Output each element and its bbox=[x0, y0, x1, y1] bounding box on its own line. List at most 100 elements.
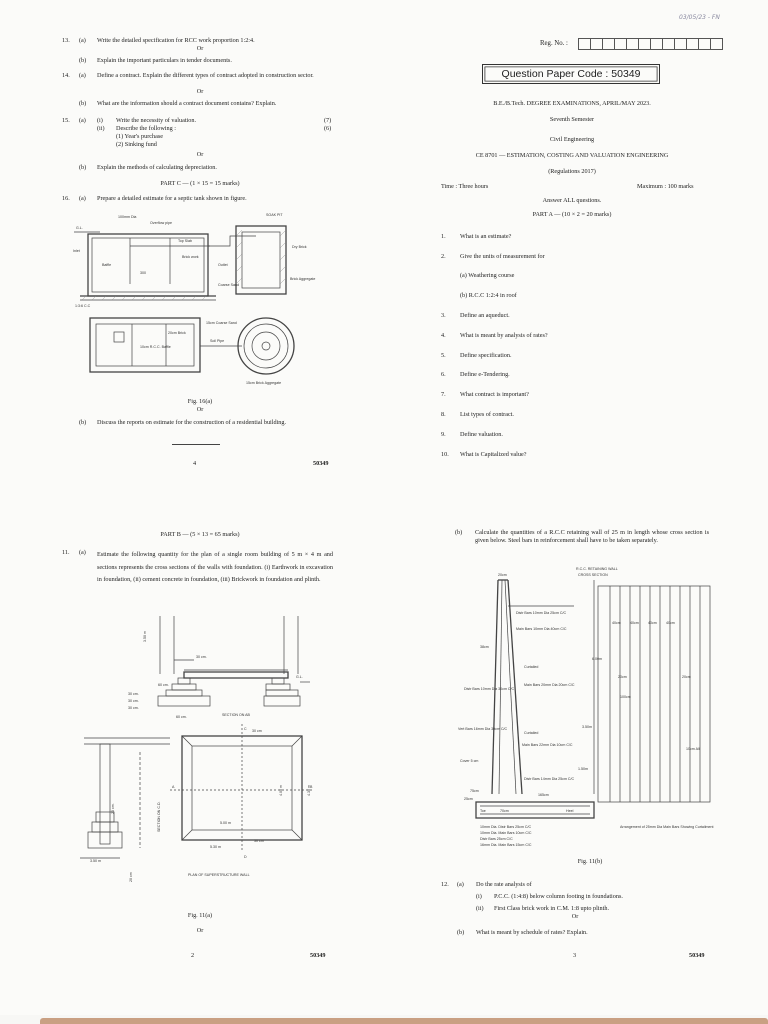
plan-title: PLAN OF SUPERSTRUCTURE WALL bbox=[188, 873, 250, 877]
section-ab-label: SECTION ON AB bbox=[222, 713, 251, 717]
q15-number: 15. bbox=[62, 117, 70, 124]
part-a-heading: PART A — (10 × 2 = 20 marks) bbox=[532, 211, 612, 218]
q12-i-label: (i) bbox=[476, 893, 482, 900]
maximum-marks: Maximum : 100 marks bbox=[637, 183, 694, 190]
part-b-heading: PART B — (5 × 13 = 65 marks) bbox=[160, 531, 240, 538]
q2-b-text: (b) R.C.C 1:2:4 in roof bbox=[460, 292, 517, 299]
dim-30-c: 30 cm. bbox=[128, 699, 139, 703]
q3-number: 3. bbox=[441, 312, 446, 319]
rw-dist-bars-1: Distr Bars 10mm Dia 25cm C/C bbox=[516, 611, 567, 615]
rw-distr-bars-label: Distr Bars 10mm Dia 30cm C/C bbox=[464, 687, 515, 691]
page-3-number: 3 bbox=[573, 952, 577, 959]
page-bottom-edge bbox=[40, 1018, 768, 1024]
reg-no-label: Reg. No. : bbox=[540, 40, 568, 47]
q15-b-text: Explain the methods of calculating depre… bbox=[97, 164, 217, 171]
q12-b-text: What is meant by schedule of rates? Expl… bbox=[476, 929, 588, 936]
q16-a-text: Prepare a detailed estimate for a septic… bbox=[97, 195, 247, 202]
q5-text: Define specification. bbox=[460, 352, 512, 359]
q6-text: Define e-Tendering. bbox=[460, 371, 510, 378]
q14-a-text: Define a contract. Explain the different… bbox=[97, 72, 314, 79]
rw-40-c: 40cm bbox=[648, 621, 657, 625]
q2-text: Give the units of measurement for bbox=[460, 253, 545, 260]
q16-or: Or bbox=[196, 406, 204, 413]
septic-soilpipe-label: Soil Pipe bbox=[210, 339, 224, 343]
q15-a-i: (i) bbox=[97, 117, 103, 124]
dim-30-d: 30 cm. bbox=[128, 706, 139, 710]
septic-outlet-label: Outlet bbox=[218, 263, 228, 267]
septic-topslab-label: Top Slab bbox=[178, 239, 192, 243]
end-rule bbox=[172, 444, 220, 445]
q15-a-ii-text: Describe the following : bbox=[116, 125, 176, 132]
rw-main-bars-2: Main Bars 20mm Dia 20cm C/C bbox=[524, 683, 575, 687]
dim-20-b: 20 cm bbox=[129, 872, 133, 882]
rw-38cm: 38cm bbox=[480, 645, 489, 649]
rw-curtailed-2: Curtailed bbox=[524, 731, 538, 735]
rw-title: R.C.C. RETAINING WALL bbox=[576, 567, 618, 571]
q10-text: What is Capitalized value? bbox=[460, 451, 527, 458]
course-title: CE 8701 — ESTIMATION, COSTING AND VALUAT… bbox=[475, 152, 669, 159]
q14-b-text: What are the information should a contra… bbox=[97, 100, 277, 107]
rw-165cm: 165cm bbox=[538, 793, 549, 797]
rw-bar-note-1: 10mm Dia. Distr Bars 25cm C/C bbox=[480, 825, 532, 829]
q13-a-text: Write the detailed specification for RCC… bbox=[97, 37, 255, 44]
page-3-code: 50349 bbox=[689, 952, 705, 959]
fig-11a-caption: Fig. 11(a) bbox=[187, 912, 213, 919]
rw-curtailed-1: Curtailed bbox=[524, 665, 538, 669]
q8-text: List types of contract. bbox=[460, 411, 514, 418]
rw-40-a: 40cm bbox=[612, 621, 621, 625]
q15-sinking-fund: (2) Sinking fund bbox=[116, 141, 157, 148]
q12-ii-text: First Class brick work in C.M. 1:8 upto … bbox=[494, 905, 609, 912]
rw-350: 3.50m bbox=[582, 725, 592, 729]
rw-bar-note-4: 16mm Dia. Main Bars 15cm C/C bbox=[480, 843, 532, 847]
answer-all: Answer ALL questions. bbox=[542, 197, 602, 204]
dim-500: 5.00 m bbox=[220, 821, 231, 825]
rw-20-a: 20cm bbox=[618, 675, 627, 679]
question-paper-code: Question Paper Code : 50349 bbox=[501, 68, 641, 80]
q12-i-text: P.C.C. (1:4:8) below column footing in f… bbox=[494, 893, 623, 900]
q1-number: 1. bbox=[441, 233, 446, 240]
q7-text: What contract is important? bbox=[460, 391, 529, 398]
section-cd-label: SECTION ON C.D. bbox=[157, 801, 161, 832]
cut-a: A bbox=[172, 785, 175, 789]
q14-b-label: (b) bbox=[79, 100, 87, 107]
q15-or: Or bbox=[196, 151, 204, 158]
rw-vert-bars: Vert Bars 16mm Dia 30cm C/C bbox=[458, 727, 508, 731]
q11-b-text: Calculate the quantities of a R.C.C reta… bbox=[475, 529, 709, 544]
dim-60: 60 cm. bbox=[158, 683, 169, 687]
rw-10cm-all: 10cm All bbox=[686, 747, 700, 751]
dim-30-f: 30 cm bbox=[254, 839, 264, 843]
degree-title: B.E./B.Tech. DEGREE EXAMINATIONS, APRIL/… bbox=[493, 100, 651, 107]
septic-pipe-label: 100mm Dia bbox=[118, 215, 136, 219]
septic-baffle-label: Baffle bbox=[102, 263, 111, 267]
dim-530: 5.30 m bbox=[210, 845, 221, 849]
rw-6m: 6.00m bbox=[592, 657, 602, 661]
q15-a-label: (a) bbox=[79, 117, 86, 124]
cut-c: C bbox=[244, 727, 247, 731]
rw-100cm: 100cm bbox=[620, 695, 631, 699]
dim-30-e: 30 cm bbox=[252, 729, 262, 733]
q12-or: Or bbox=[571, 913, 579, 920]
septic-tank-drawing: G.L. 100mm Dia Overflow pipe SOAK PIT In… bbox=[73, 213, 315, 385]
q15-a-ii-marks: (6) bbox=[324, 125, 332, 132]
q2-a-text: (a) Weathering course bbox=[460, 272, 515, 279]
q11-b-label: (b) bbox=[455, 529, 463, 536]
septic-cc-label: 1:3:6 C.C bbox=[75, 304, 91, 308]
q7-number: 7. bbox=[441, 391, 446, 398]
department: Civil Engineering bbox=[549, 136, 595, 143]
q4-number: 4. bbox=[441, 332, 446, 339]
q4-text: What is meant by analysis of rates? bbox=[460, 332, 548, 339]
gl-label: G.L. bbox=[296, 675, 303, 679]
rw-70cm: 70cm bbox=[500, 809, 509, 813]
q5-number: 5. bbox=[441, 352, 446, 359]
q11-a-label: (a) bbox=[79, 549, 86, 556]
septic-overflow-label: Overflow pipe bbox=[150, 221, 172, 225]
rw-bar-note-3: Distr Bars 25cm C/C bbox=[480, 837, 513, 841]
dim-400: 4.00 m bbox=[279, 785, 283, 796]
rw-75cm: 75cm bbox=[470, 789, 479, 793]
q13-number: 13. bbox=[62, 37, 70, 44]
fig-16a-caption: Fig. 16(a) bbox=[187, 398, 213, 405]
rw-toe: Toe bbox=[480, 809, 486, 813]
septic-brick20-label: 20cm Brick bbox=[168, 331, 186, 335]
rw-40-d: 40cm bbox=[666, 621, 675, 625]
fig-11b-caption: Fig. 11(b) bbox=[577, 858, 603, 865]
